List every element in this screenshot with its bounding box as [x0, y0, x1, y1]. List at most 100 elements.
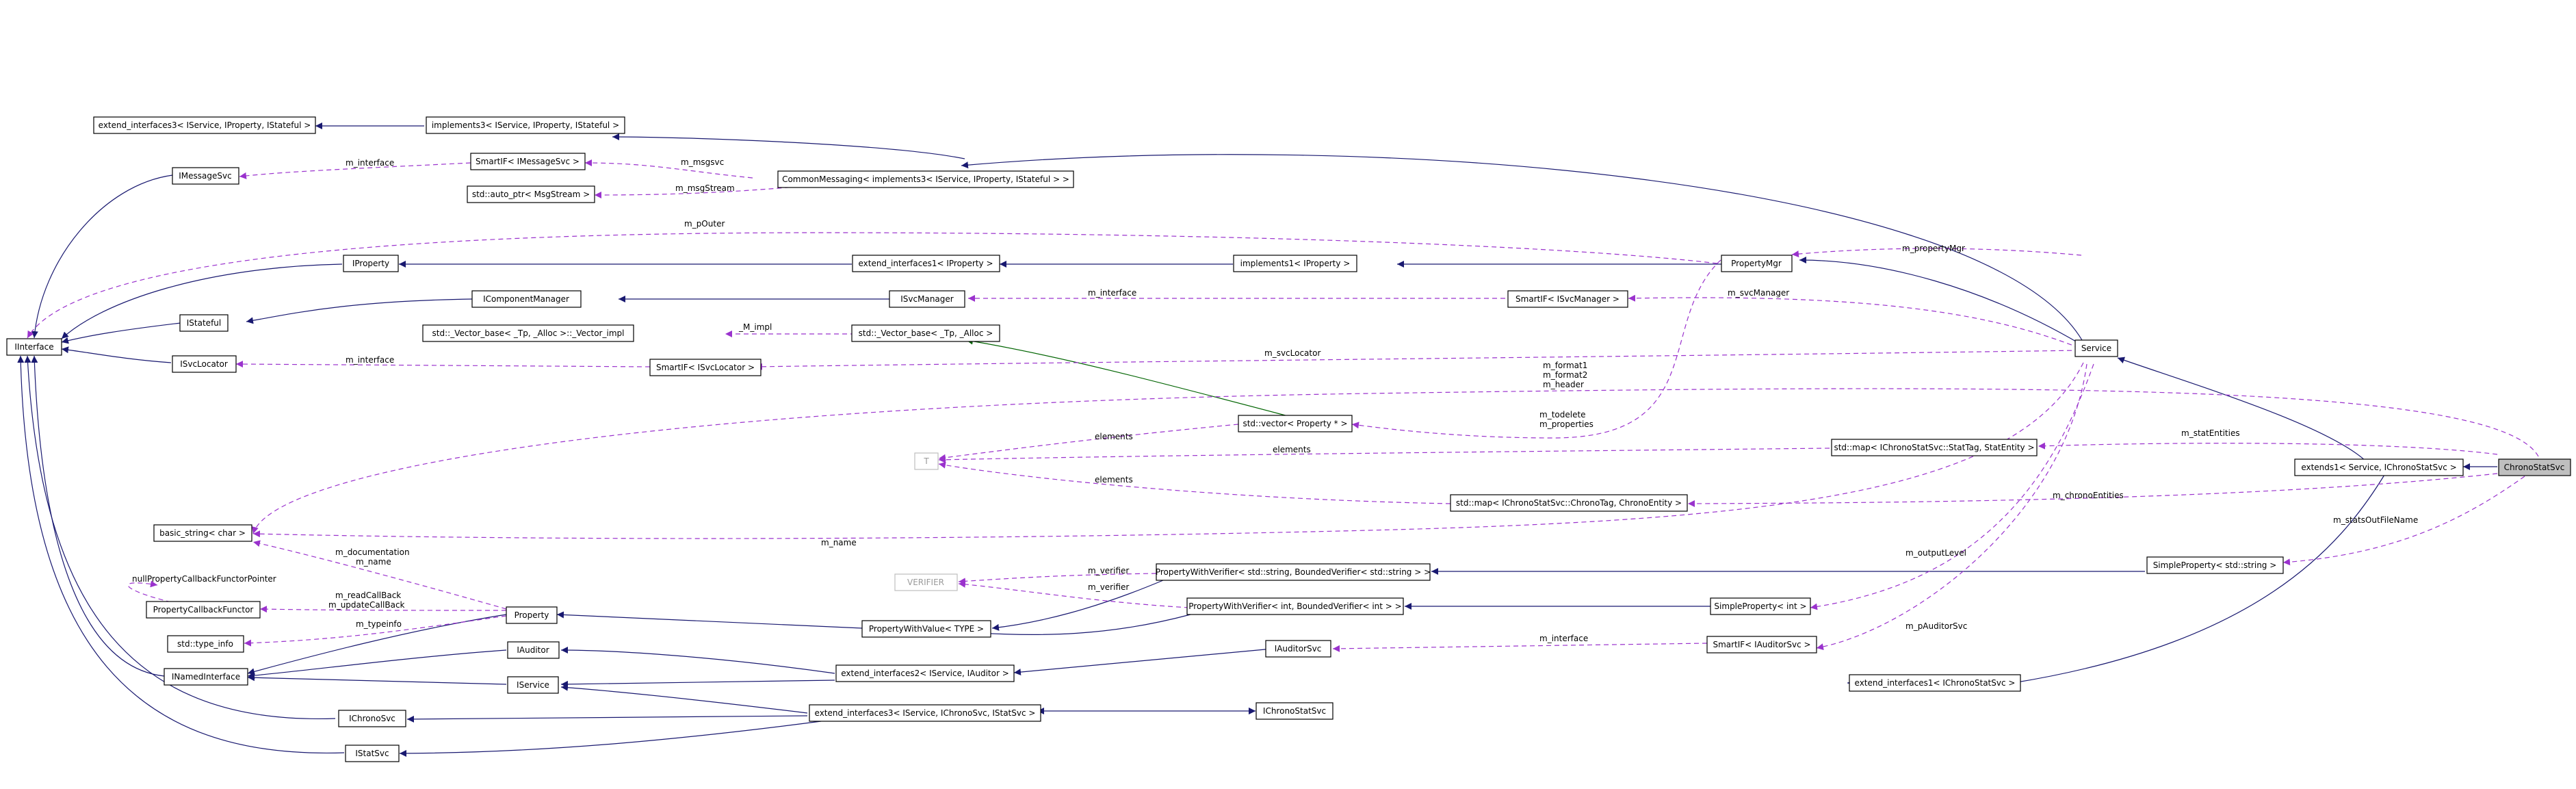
node-smartif-iauditorsvc[interactable]: SmartIF< IAuditorSvc >: [1706, 636, 1817, 654]
label-m-updatecallback-line: m_updateCallBack: [328, 600, 405, 610]
node-implements1-iproperty[interactable]: implements1< IProperty >: [1233, 255, 1357, 272]
edge-use-typeinfo: [244, 615, 507, 647]
node-vector-property[interactable]: std::vector< Property * >: [1238, 415, 1353, 432]
node-smartif-isvclocator[interactable]: SmartIF< ISvcLocator >: [649, 359, 762, 376]
node-extends1-label: extends1< Service, IChronoStatSvc >: [2301, 463, 2456, 472]
label-m-name-line: m_name: [356, 557, 391, 567]
node-iinterface[interactable]: IInterface: [6, 338, 62, 356]
edge-use-statsoutfilename: [2282, 476, 2525, 566]
node-type-info-label: std::type_info: [177, 639, 233, 649]
edge-use-interface-loc: [235, 361, 651, 368]
node-chronostatsvc[interactable]: ChronoStatSvc: [2498, 458, 2571, 476]
node-vector-property-label: std::vector< Property * >: [1243, 419, 1347, 428]
node-pwv-string-label: PropertyWithVerifier< std::string, Bound…: [1156, 567, 1431, 577]
edge-use-interface-aud: [1332, 643, 1708, 652]
node-extend-interfaces2-label: extend_interfaces2< IService, IAuditor >: [841, 669, 1009, 678]
node-ichronostatsvc-label: IChronoStatSvc: [1263, 706, 1326, 716]
node-implements3[interactable]: implements3< IService, IProperty, IState…: [426, 116, 625, 134]
label-m-statentities: m_statEntities: [2181, 428, 2240, 438]
node-map-chronotag-label: std::map< IChronoStatSvc::ChronoTag, Chr…: [1456, 498, 1682, 508]
node-istatsvc-label: IStatSvc: [355, 749, 389, 758]
node-extends1-service-ichronostatsvc[interactable]: extends1< Service, IChronoStatSvc >: [2294, 458, 2464, 476]
node-commonmessaging[interactable]: CommonMessaging< implements3< IService, …: [777, 170, 1074, 188]
label-m-verifier-1: m_verifier: [1088, 566, 1129, 575]
edge-use-format: [252, 388, 2539, 534]
node-propertywithvalue[interactable]: PropertyWithValue< TYPE >: [861, 620, 991, 638]
node-icomponentmanager[interactable]: IComponentManager: [471, 290, 582, 308]
node-extend-interfaces3-iservice-iproperty-istateful[interactable]: extend_interfaces3< IService, IProperty,…: [93, 116, 316, 134]
node-pwv-string[interactable]: PropertyWithVerifier< std::string, Bound…: [1156, 563, 1431, 581]
node-ichronosvc[interactable]: IChronoSvc: [338, 710, 406, 727]
edge-use-outputlevel: [1810, 363, 2094, 610]
node-iauditorsvc[interactable]: IAuditorSvc: [1265, 640, 1331, 658]
node-propertymgr[interactable]: PropertyMgr: [1721, 255, 1793, 272]
node-vector-base-label: std::_Vector_base< _Tp, _Alloc >: [859, 328, 993, 338]
edge-imessagesvc-iinterface: [31, 174, 173, 339]
node-isvclocator[interactable]: ISvcLocator: [172, 355, 237, 373]
node-verifier[interactable]: VERIFIER: [894, 573, 958, 591]
node-pwv-int[interactable]: PropertyWithVerifier< int, BoundedVerifi…: [1186, 597, 1404, 615]
label-m-svcmanager: m_svcManager: [1728, 288, 1789, 298]
node-simpleproperty-int[interactable]: SimpleProperty< int >: [1710, 597, 1811, 615]
node-t[interactable]: T: [914, 452, 939, 470]
label-m-typeinfo: m_typeinfo: [356, 619, 402, 629]
node-property-label: Property: [515, 610, 549, 620]
node-istateful-label: IStateful: [187, 318, 221, 328]
node-property[interactable]: Property: [506, 606, 558, 624]
label-m-format1: m_format1: [1543, 361, 1587, 370]
label-m-interface-svcmgr: m_interface: [1088, 288, 1136, 298]
label-m-format: m_format1 m_format2 m_header: [1543, 361, 1590, 389]
node-smartif-isvcmanager[interactable]: SmartIF< ISvcManager >: [1507, 290, 1628, 308]
edge-istatsvc-iinterface: [17, 355, 345, 754]
label-nullpropertycallbackfunctorpointer: nullPropertyCallbackFunctorPointer: [132, 574, 276, 584]
edges: [17, 122, 2539, 757]
node-auto-ptr-msgstream[interactable]: std::auto_ptr< MsgStream >: [467, 185, 595, 203]
node-propertywithvalue-label: PropertyWithValue< TYPE >: [869, 624, 984, 634]
edge-use-todelete: [1351, 259, 1721, 439]
edge-ext3b-iservice: [560, 684, 808, 714]
node-service[interactable]: Service: [2074, 339, 2118, 357]
node-iauditor[interactable]: IAuditor: [507, 641, 560, 659]
node-simpleproperty-string[interactable]: SimpleProperty< std::string >: [2146, 556, 2284, 574]
node-implements3-label: implements3< IService, IProperty, IState…: [432, 120, 619, 130]
node-extend-interfaces2[interactable]: extend_interfaces2< IService, IAuditor >: [835, 664, 1015, 682]
edge-iproperty-iinterface: [61, 263, 343, 339]
node-basic-string-char[interactable]: basic_string< char >: [153, 524, 252, 542]
node-verifier-label: VERIFIER: [907, 578, 944, 587]
edge-labels: m_propertyMgr m_svcManager m_svcLocator …: [132, 157, 2418, 643]
node-isvcmanager[interactable]: ISvcManager: [889, 290, 965, 308]
node-iproperty[interactable]: IProperty: [343, 255, 399, 272]
node-extend-interfaces3-iservice-ichronosvc-istatsvc[interactable]: extend_interfaces3< IService, IChronoSvc…: [809, 704, 1041, 722]
node-vector-impl[interactable]: std::_Vector_base< _Tp, _Alloc >::_Vecto…: [422, 324, 634, 342]
node-propertycallbackfunctor[interactable]: PropertyCallbackFunctor: [146, 601, 261, 619]
node-istateful[interactable]: IStateful: [179, 314, 229, 332]
node-imessagesvc[interactable]: IMessageSvc: [172, 167, 239, 185]
edge-iservice-inamed: [247, 674, 507, 685]
node-istatsvc[interactable]: IStatSvc: [345, 745, 400, 762]
node-extend-interfaces1-ichronostatsvc[interactable]: extend_interfaces1< IChronoStatSvc >: [1849, 674, 2021, 692]
node-extend-interfaces1-iprop-label: extend_interfaces1< IProperty >: [858, 259, 993, 268]
node-std-type-info[interactable]: std::type_info: [167, 635, 244, 653]
edge-use-msgsvc: [584, 159, 753, 179]
node-t-label: T: [923, 456, 929, 466]
node-map-stattag-statentity[interactable]: std::map< IChronoStatSvc::StatTag, StatE…: [1831, 439, 2038, 456]
node-smartif-imessagesvc[interactable]: SmartIF< IMessageSvc >: [470, 153, 586, 170]
edge-use-pauditorsvc: [1816, 363, 2087, 651]
edge-icompmgr-istateful: [246, 298, 473, 324]
node-iservice[interactable]: IService: [507, 676, 559, 694]
node-inamedinterface[interactable]: INamedInterface: [164, 668, 248, 686]
edge-inamed-iinterface: [31, 355, 165, 677]
node-map-chronotag-chronoentity[interactable]: std::map< IChronoStatSvc::ChronoTag, Chr…: [1450, 494, 1688, 512]
label-m-interface-aud: m_interface: [1539, 634, 1588, 643]
edge-pwvint-pwvalue: [978, 614, 1191, 637]
node-isvcmanager-label: ISvcManager: [900, 294, 954, 304]
label-m-propertymgr: m_propertyMgr: [1902, 244, 1965, 253]
node-inamedinterface-label: INamedInterface: [172, 672, 240, 682]
node-extend-interfaces1-iproperty[interactable]: extend_interfaces1< IProperty >: [852, 255, 1000, 272]
edge-use-nullcallback: [127, 580, 172, 603]
label-m-outputlevel: m_outputLevel: [1905, 548, 1966, 558]
node-vector-base[interactable]: std::_Vector_base< _Tp, _Alloc >: [851, 324, 1000, 342]
label-m-todelete: m_todelete m_properties: [1539, 410, 1593, 429]
node-ichronostatsvc[interactable]: IChronoStatSvc: [1256, 702, 1333, 720]
